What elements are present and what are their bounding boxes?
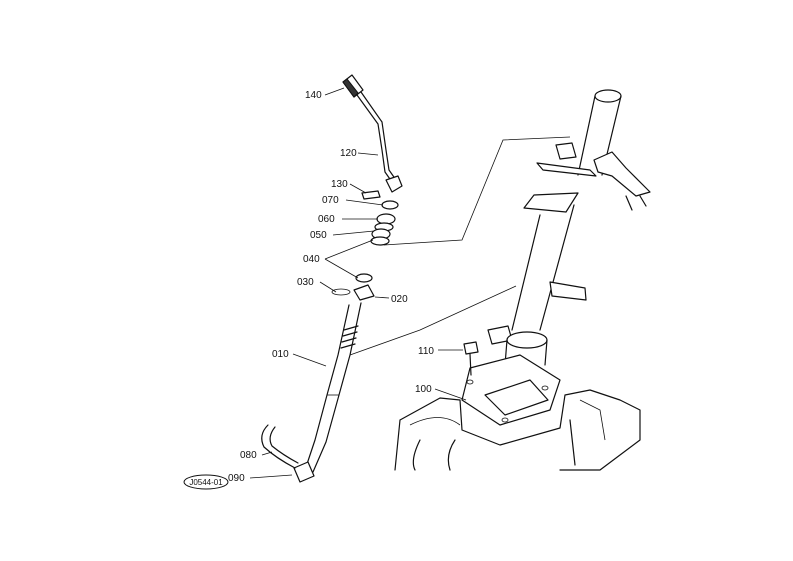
part-020-shape	[353, 284, 375, 301]
gear-lever-assembly	[342, 74, 403, 193]
part-labels: 140 120 130 070 060 050 040 030 020 010 …	[228, 90, 434, 484]
part-130-shape	[361, 190, 381, 200]
part-label-020: 020	[391, 294, 408, 305]
shift-rod	[304, 304, 350, 471]
column-tube	[511, 204, 575, 331]
shift-rod-assembly	[261, 284, 375, 483]
part-080-hook	[261, 424, 296, 469]
small-parts-stack	[355, 190, 399, 283]
part-label-070: 070	[322, 195, 339, 206]
part-label-080: 080	[240, 450, 257, 461]
reference-code: J0544-01	[189, 478, 223, 487]
part-label-140: 140	[305, 90, 322, 101]
connection-lines	[349, 136, 571, 356]
lever-rod	[356, 94, 393, 183]
part-110-bolt	[463, 341, 479, 355]
part-label-110: 110	[418, 346, 434, 357]
reference-code-badge: J0544-01	[183, 474, 229, 490]
gearbox-housing	[394, 389, 641, 471]
part-label-030: 030	[297, 277, 314, 288]
part-label-090: 090	[228, 473, 245, 484]
part-label-050: 050	[310, 230, 327, 241]
part-label-010: 010	[272, 349, 289, 360]
gear-cover	[461, 354, 561, 426]
part-label-120: 120	[340, 148, 357, 159]
part-label-040: 040	[303, 254, 320, 265]
part-label-130: 130	[331, 179, 348, 190]
part-label-100: 100	[415, 384, 432, 395]
leader-lines	[249, 87, 467, 479]
part-label-060: 060	[318, 214, 335, 225]
transmission-column	[394, 89, 651, 471]
